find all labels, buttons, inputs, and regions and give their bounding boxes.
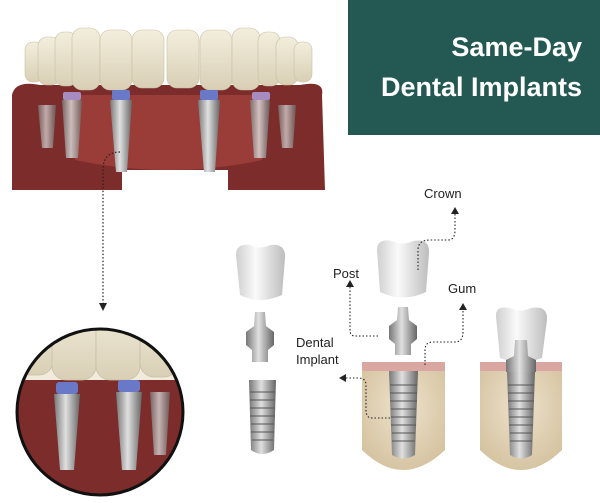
implant-cross-section-assembled [480, 307, 562, 470]
label-dental-implant: Dental Implant [296, 334, 339, 368]
title-line-2: Dental Implants [380, 72, 582, 102]
leader-lines [345, 212, 464, 419]
label-crown: Crown [424, 186, 462, 201]
magnified-view [15, 327, 185, 497]
label-dental-implant-line2: Implant [296, 352, 339, 367]
title-banner: Same-Day Dental Implants [348, 0, 600, 135]
jaw-with-implants [12, 27, 325, 190]
arrowheads [339, 207, 467, 382]
label-dental-implant-line1: Dental [296, 335, 334, 350]
title-line-1: Same-Day [451, 32, 582, 62]
label-post: Post [333, 266, 360, 281]
implant-cross-section-exploded [362, 240, 445, 470]
exploded-components [236, 244, 286, 454]
connector-line [102, 151, 121, 305]
label-gum: Gum [448, 281, 477, 296]
arrow-icon [99, 303, 107, 311]
